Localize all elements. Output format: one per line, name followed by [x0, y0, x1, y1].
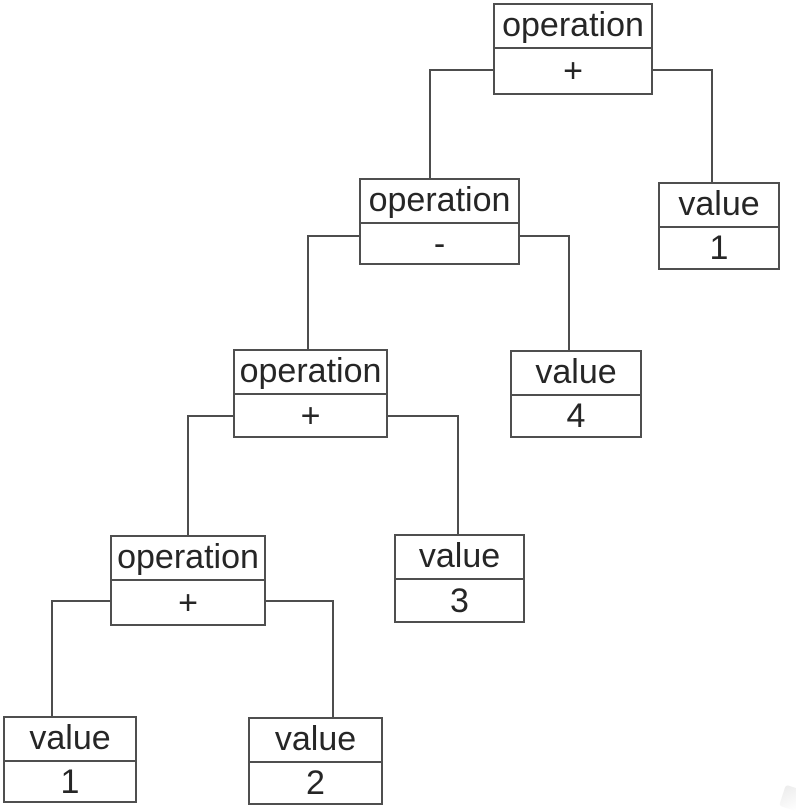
tree-node-operation-plus-mid: operation +: [233, 349, 388, 438]
node-type-label: value: [660, 184, 778, 228]
edge-plus-mid-to-plus-low: [187, 415, 233, 536]
tree-node-value-2: value 2: [248, 717, 383, 805]
node-operator: +: [300, 396, 321, 435]
edge-plus-low-to-value-1-bottom: [51, 600, 110, 717]
tree-node-operation-plus-low: operation +: [110, 535, 266, 626]
node-type-label: value: [512, 352, 640, 396]
tree-node-value-1-top: value 1: [658, 182, 780, 270]
edge-root-to-minus: [429, 69, 493, 179]
edge-root-to-value-1-top: [653, 69, 713, 183]
node-number: 2: [306, 764, 325, 802]
node-operator: +: [178, 583, 198, 622]
node-type-label: value: [250, 719, 381, 763]
node-type-label: operation: [235, 351, 386, 395]
edge-plus-mid-to-value-3: [388, 415, 459, 535]
node-type-label: operation: [112, 537, 264, 581]
edge-plus-low-to-value-2: [266, 600, 334, 718]
node-operator: -: [433, 224, 446, 263]
node-number: 3: [450, 581, 469, 620]
node-type-label: value: [396, 536, 523, 580]
tree-node-value-4: value 4: [510, 350, 642, 438]
edge-minus-to-plus-mid: [307, 235, 359, 350]
node-number: 1: [709, 229, 729, 267]
node-number: 1: [60, 762, 80, 801]
node-type-label: operation: [495, 5, 651, 49]
node-type-label: operation: [361, 180, 518, 224]
node-operator: +: [563, 52, 583, 90]
node-type-label: value: [5, 718, 135, 762]
node-number: 4: [566, 397, 586, 435]
tree-node-operation-root: operation +: [493, 3, 653, 95]
tree-node-value-3: value 3: [394, 534, 525, 623]
edge-minus-to-value-4: [520, 235, 570, 351]
tree-node-value-1-bottom: value 1: [3, 716, 137, 803]
tree-node-operation-minus: operation -: [359, 178, 520, 265]
